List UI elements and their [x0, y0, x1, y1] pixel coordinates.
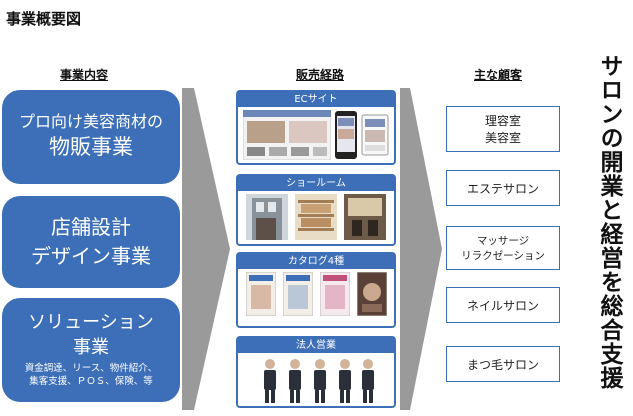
business-solution-note2: 集客支援、ＰＯＳ、保険、等 — [29, 375, 153, 387]
business-solution-note1: 資金調達、リース、物件紹介、 — [24, 362, 158, 374]
customer-nail-line1: ネイルサロン — [466, 298, 539, 313]
channel-ec-site: ECサイト — [236, 90, 396, 165]
customer-barber-beauty: 理容室 美容室 — [446, 106, 560, 152]
business-design-line2: デザイン事業 — [31, 244, 151, 268]
sales-staff-image — [264, 359, 374, 403]
channel-showroom: ショールーム — [236, 174, 396, 246]
channel-corporate-sales-label: 法人営業 — [238, 338, 394, 353]
side-tagline: サロンの開業と経営を総合支援 — [596, 54, 622, 390]
customer-esthetic: エステサロン — [446, 170, 560, 206]
header-business: 事業内容 — [60, 68, 109, 82]
customer-massage-line1: マッサージ — [476, 235, 530, 247]
chevron-arrow-2 — [400, 88, 442, 410]
chevron-arrow-1 — [182, 88, 230, 410]
channel-ec-site-label: ECサイト — [238, 92, 394, 107]
catalog-cover-image — [356, 272, 387, 316]
header-customers: 主な顧客 — [474, 68, 523, 82]
header-channels: 販売経路 — [296, 68, 345, 82]
business-retail-line1: プロ向け美容商材の — [18, 111, 163, 131]
customer-massage: マッサージ リラクゼーション — [446, 226, 560, 270]
tablet-image — [361, 114, 389, 156]
business-retail-line2: 物販事業 — [49, 134, 133, 159]
business-solution-line1: ソリューション — [28, 312, 154, 334]
catalog-cover-image — [319, 272, 350, 316]
business-solution-note: 資金調達、リース、物件紹介、 集客支援、ＰＯＳ、保険、等 — [2, 363, 180, 389]
customer-nail: ネイルサロン — [446, 287, 560, 323]
business-design-box: 店舗設計 デザイン事業 — [2, 196, 180, 288]
showroom-interior-image — [344, 194, 387, 240]
business-design-line1: 店舗設計 — [51, 215, 131, 239]
customer-eyelash-line1: まつ毛サロン — [466, 357, 539, 372]
showroom-building-image — [245, 194, 288, 240]
channel-catalog-label: カタログ4種 — [238, 254, 394, 269]
customer-esthetic-line1: エステサロン — [466, 181, 539, 196]
smartphone-image — [334, 111, 357, 159]
channel-showroom-label: ショールーム — [238, 176, 394, 191]
showroom-shelves-image — [294, 194, 337, 240]
ec-site-screenshot-image — [243, 110, 332, 160]
customer-barber-line2: 美容室 — [484, 131, 521, 145]
diagram-title: 事業概要図 — [6, 10, 82, 28]
business-solution-box: ソリューション 事業 資金調達、リース、物件紹介、 集客支援、ＰＯＳ、保険、等 — [2, 298, 180, 402]
customer-eyelash: まつ毛サロン — [446, 346, 560, 382]
customer-barber-line1: 理容室 — [484, 114, 521, 128]
catalog-cover-image — [245, 272, 276, 316]
channel-corporate-sales: 法人営業 — [236, 336, 396, 408]
catalog-cover-image — [282, 272, 313, 316]
customer-massage-line2: リラクゼーション — [461, 250, 545, 262]
channel-catalog: カタログ4種 — [236, 252, 396, 328]
business-retail-box: プロ向け美容商材の 物販事業 — [2, 90, 180, 184]
business-solution-line2: 事業 — [73, 336, 109, 358]
